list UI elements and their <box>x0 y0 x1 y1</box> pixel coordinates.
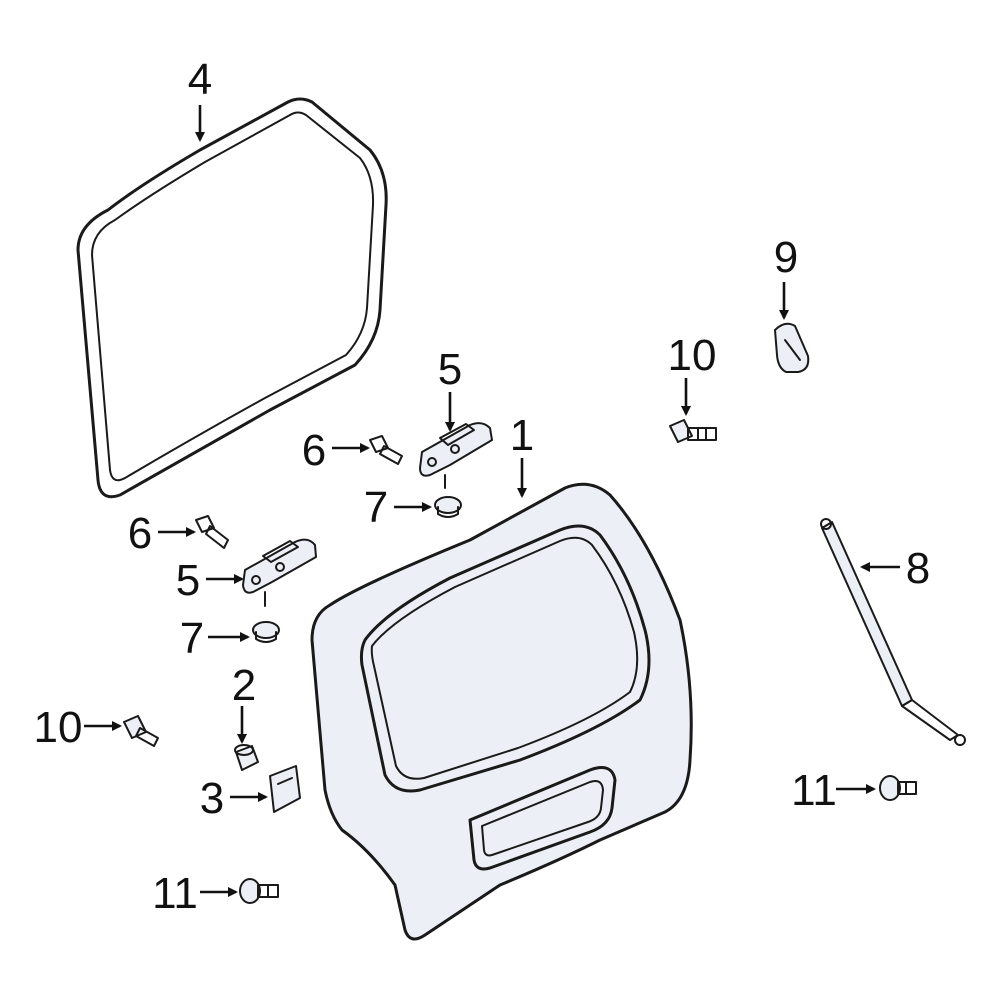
callout-10-upper: 10 <box>668 331 717 380</box>
nut-upper[interactable] <box>434 496 462 518</box>
hinge-upper[interactable] <box>419 422 493 489</box>
callout-11-upper: 11 <box>791 766 837 815</box>
callout-arrows <box>84 105 900 897</box>
callout-2: 2 <box>232 661 256 710</box>
callout-10-lower: 10 <box>34 703 83 752</box>
strut-bracket[interactable] <box>774 322 810 373</box>
callout-3: 3 <box>200 774 224 823</box>
lift-support-strut[interactable] <box>820 518 966 746</box>
bolt-11-lower[interactable] <box>239 878 279 904</box>
callout-labels: 4 1 5 6 7 6 5 7 2 3 10 11 10 9 8 11 <box>34 55 931 918</box>
bolt-11-upper[interactable] <box>879 775 917 801</box>
callout-1: 1 <box>510 411 534 460</box>
bolt-lower-highlighted[interactable] <box>195 515 229 549</box>
callout-8: 8 <box>906 544 930 593</box>
callout-11-lower: 11 <box>152 869 198 918</box>
callout-4: 4 <box>188 55 212 104</box>
callout-7-lower: 7 <box>180 614 204 663</box>
hinge-lower[interactable] <box>242 538 317 607</box>
bracket-plate[interactable] <box>269 765 301 813</box>
callout-5-upper: 5 <box>438 345 462 394</box>
callout-6-lower: 6 <box>128 509 152 558</box>
callout-9: 9 <box>774 233 798 282</box>
callout-6-upper: 6 <box>302 426 326 475</box>
bolt-10-lower[interactable] <box>123 715 159 747</box>
bump-stop[interactable] <box>234 744 259 771</box>
bolt-10-upper[interactable] <box>669 419 717 443</box>
callout-7-upper: 7 <box>364 483 388 532</box>
bolt-upper-highlighted[interactable] <box>369 435 403 465</box>
liftgate-panel[interactable] <box>310 482 693 941</box>
weatherstrip-seal[interactable] <box>76 97 388 499</box>
callout-5-lower: 5 <box>176 556 200 605</box>
nut-lower[interactable] <box>252 621 280 643</box>
